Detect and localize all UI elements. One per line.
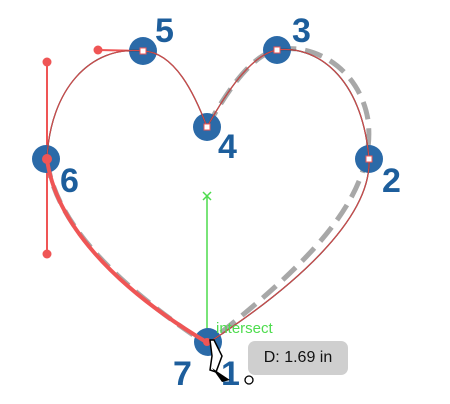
pen-tool-cursor-icon: [209, 339, 254, 385]
node-label-6: 6: [60, 162, 79, 200]
node-label-4: 4: [218, 128, 237, 166]
snap-hint-label: intersect: [216, 320, 274, 337]
guide-marker-icon: [202, 191, 212, 201]
bezier-handle-icon[interactable]: [42, 57, 52, 67]
selected-path[interactable]: [46, 48, 370, 344]
node-label-5: 5: [155, 12, 174, 50]
bezier-handle-icon[interactable]: [93, 45, 103, 55]
measurement-tooltip: D: 1.69 in: [248, 341, 348, 375]
ghost-path: [204, 46, 372, 345]
node-label-7: 7: [173, 355, 192, 393]
node-1-anchor: [203, 338, 211, 346]
node-label-3: 3: [292, 12, 311, 50]
bezier-handle-icon[interactable]: [42, 249, 52, 259]
node-anchors: [139, 46, 373, 163]
node-label-2: 2: [382, 162, 401, 200]
active-segment[interactable]: [45, 158, 210, 345]
node-label-1: 1: [221, 355, 240, 393]
measurement-text: D: 1.69 in: [263, 349, 333, 366]
node-6-anchor: [42, 154, 52, 164]
